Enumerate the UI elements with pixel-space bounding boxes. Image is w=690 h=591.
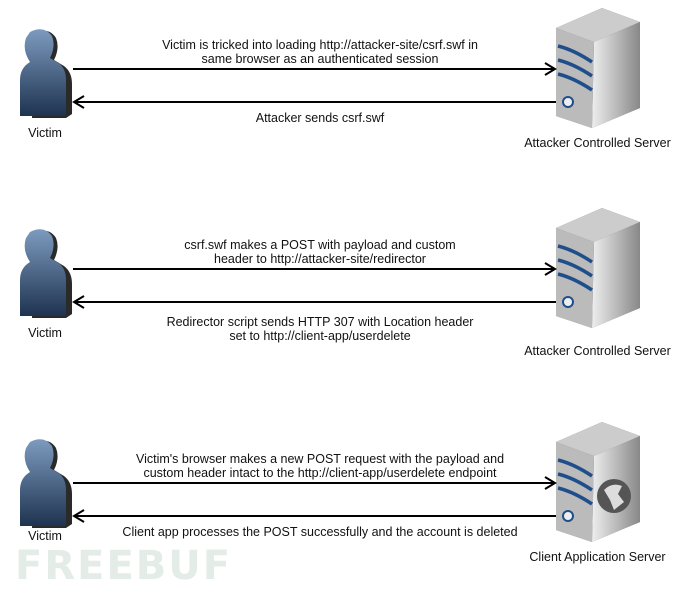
web-server-globe-icon: [552, 420, 644, 544]
server-label: Attacker Controlled Server: [524, 136, 671, 150]
victim-label: Victim: [28, 126, 62, 140]
request-line: csrf.swf makes a POST with payload and c…: [184, 238, 456, 252]
response-arrow: [72, 95, 556, 109]
request-arrow: [73, 62, 557, 76]
request-arrow: [73, 262, 557, 276]
response-line: Attacker sends csrf.swf: [255, 111, 385, 125]
request-line: custom header intact to the http://clien…: [143, 466, 497, 480]
arrows: [0, 414, 690, 544]
person-icon: [14, 228, 74, 318]
victim-label: Victim: [28, 326, 62, 340]
victim-label: Victim: [28, 529, 62, 543]
response-line: set to http://client-app/userdelete: [229, 329, 411, 343]
request-arrow: [73, 476, 557, 490]
request-line: Victim is tricked into loading http://at…: [162, 38, 478, 52]
request-line: header to http://attacker-site/redirecto…: [214, 252, 426, 266]
request-line: same browser as an authenticated session: [201, 52, 439, 66]
server-icon: [552, 6, 644, 130]
response-line: Client app processes the POST successful…: [122, 525, 518, 539]
watermark: FREEBUF: [15, 543, 233, 589]
response-text: Attacker sends csrf.swf: [90, 111, 550, 125]
response-text: Redirector script sends HTTP 307 with Lo…: [90, 315, 550, 343]
arrows: [0, 200, 690, 330]
request-text: Victim's browser makes a new POST reques…: [90, 452, 550, 480]
person-icon: [14, 28, 74, 118]
server-label: Client Application Server: [529, 550, 666, 564]
response-arrow: [72, 295, 556, 309]
request-text: csrf.swf makes a POST with payload and c…: [90, 238, 550, 266]
arrows: [0, 0, 690, 130]
server-icon: [552, 206, 644, 330]
person-icon: [14, 438, 74, 528]
server-label: Attacker Controlled Server: [524, 344, 671, 358]
request-line: Victim's browser makes a new POST reques…: [135, 452, 505, 466]
response-line: Redirector script sends HTTP 307 with Lo…: [166, 315, 474, 329]
response-arrow: [72, 509, 556, 523]
response-text: Client app processes the POST successful…: [90, 525, 550, 539]
request-text: Victim is tricked into loading http://at…: [90, 38, 550, 66]
